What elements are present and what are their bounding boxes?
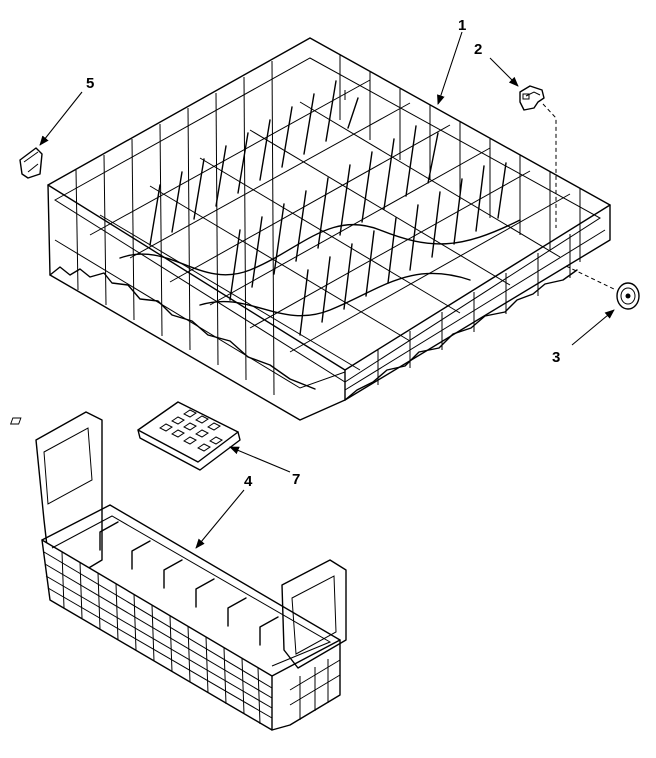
callout-3: 3 (552, 349, 560, 366)
silverware-basket (35, 411, 347, 731)
clip-guide-line (542, 103, 557, 228)
callout-5: 5 (86, 75, 94, 92)
leader-line-3 (571, 309, 615, 346)
callout-1: 1 (458, 17, 466, 34)
leader-line-2 (489, 57, 519, 87)
wheel-guide-line (565, 265, 617, 291)
rack-clip (519, 85, 545, 111)
callout-7: 7 (292, 471, 300, 488)
leader-line-7 (229, 446, 291, 473)
callout-4: 4 (244, 473, 253, 490)
leader-line-4 (195, 489, 245, 549)
rack-bumper (19, 147, 43, 179)
callout-2: 2 (474, 41, 482, 58)
leader-line-1 (437, 31, 463, 105)
leader-line-5 (39, 91, 83, 146)
lower-rack (47, 37, 611, 421)
basket-cover (9, 401, 241, 471)
rack-wheel (616, 282, 640, 310)
